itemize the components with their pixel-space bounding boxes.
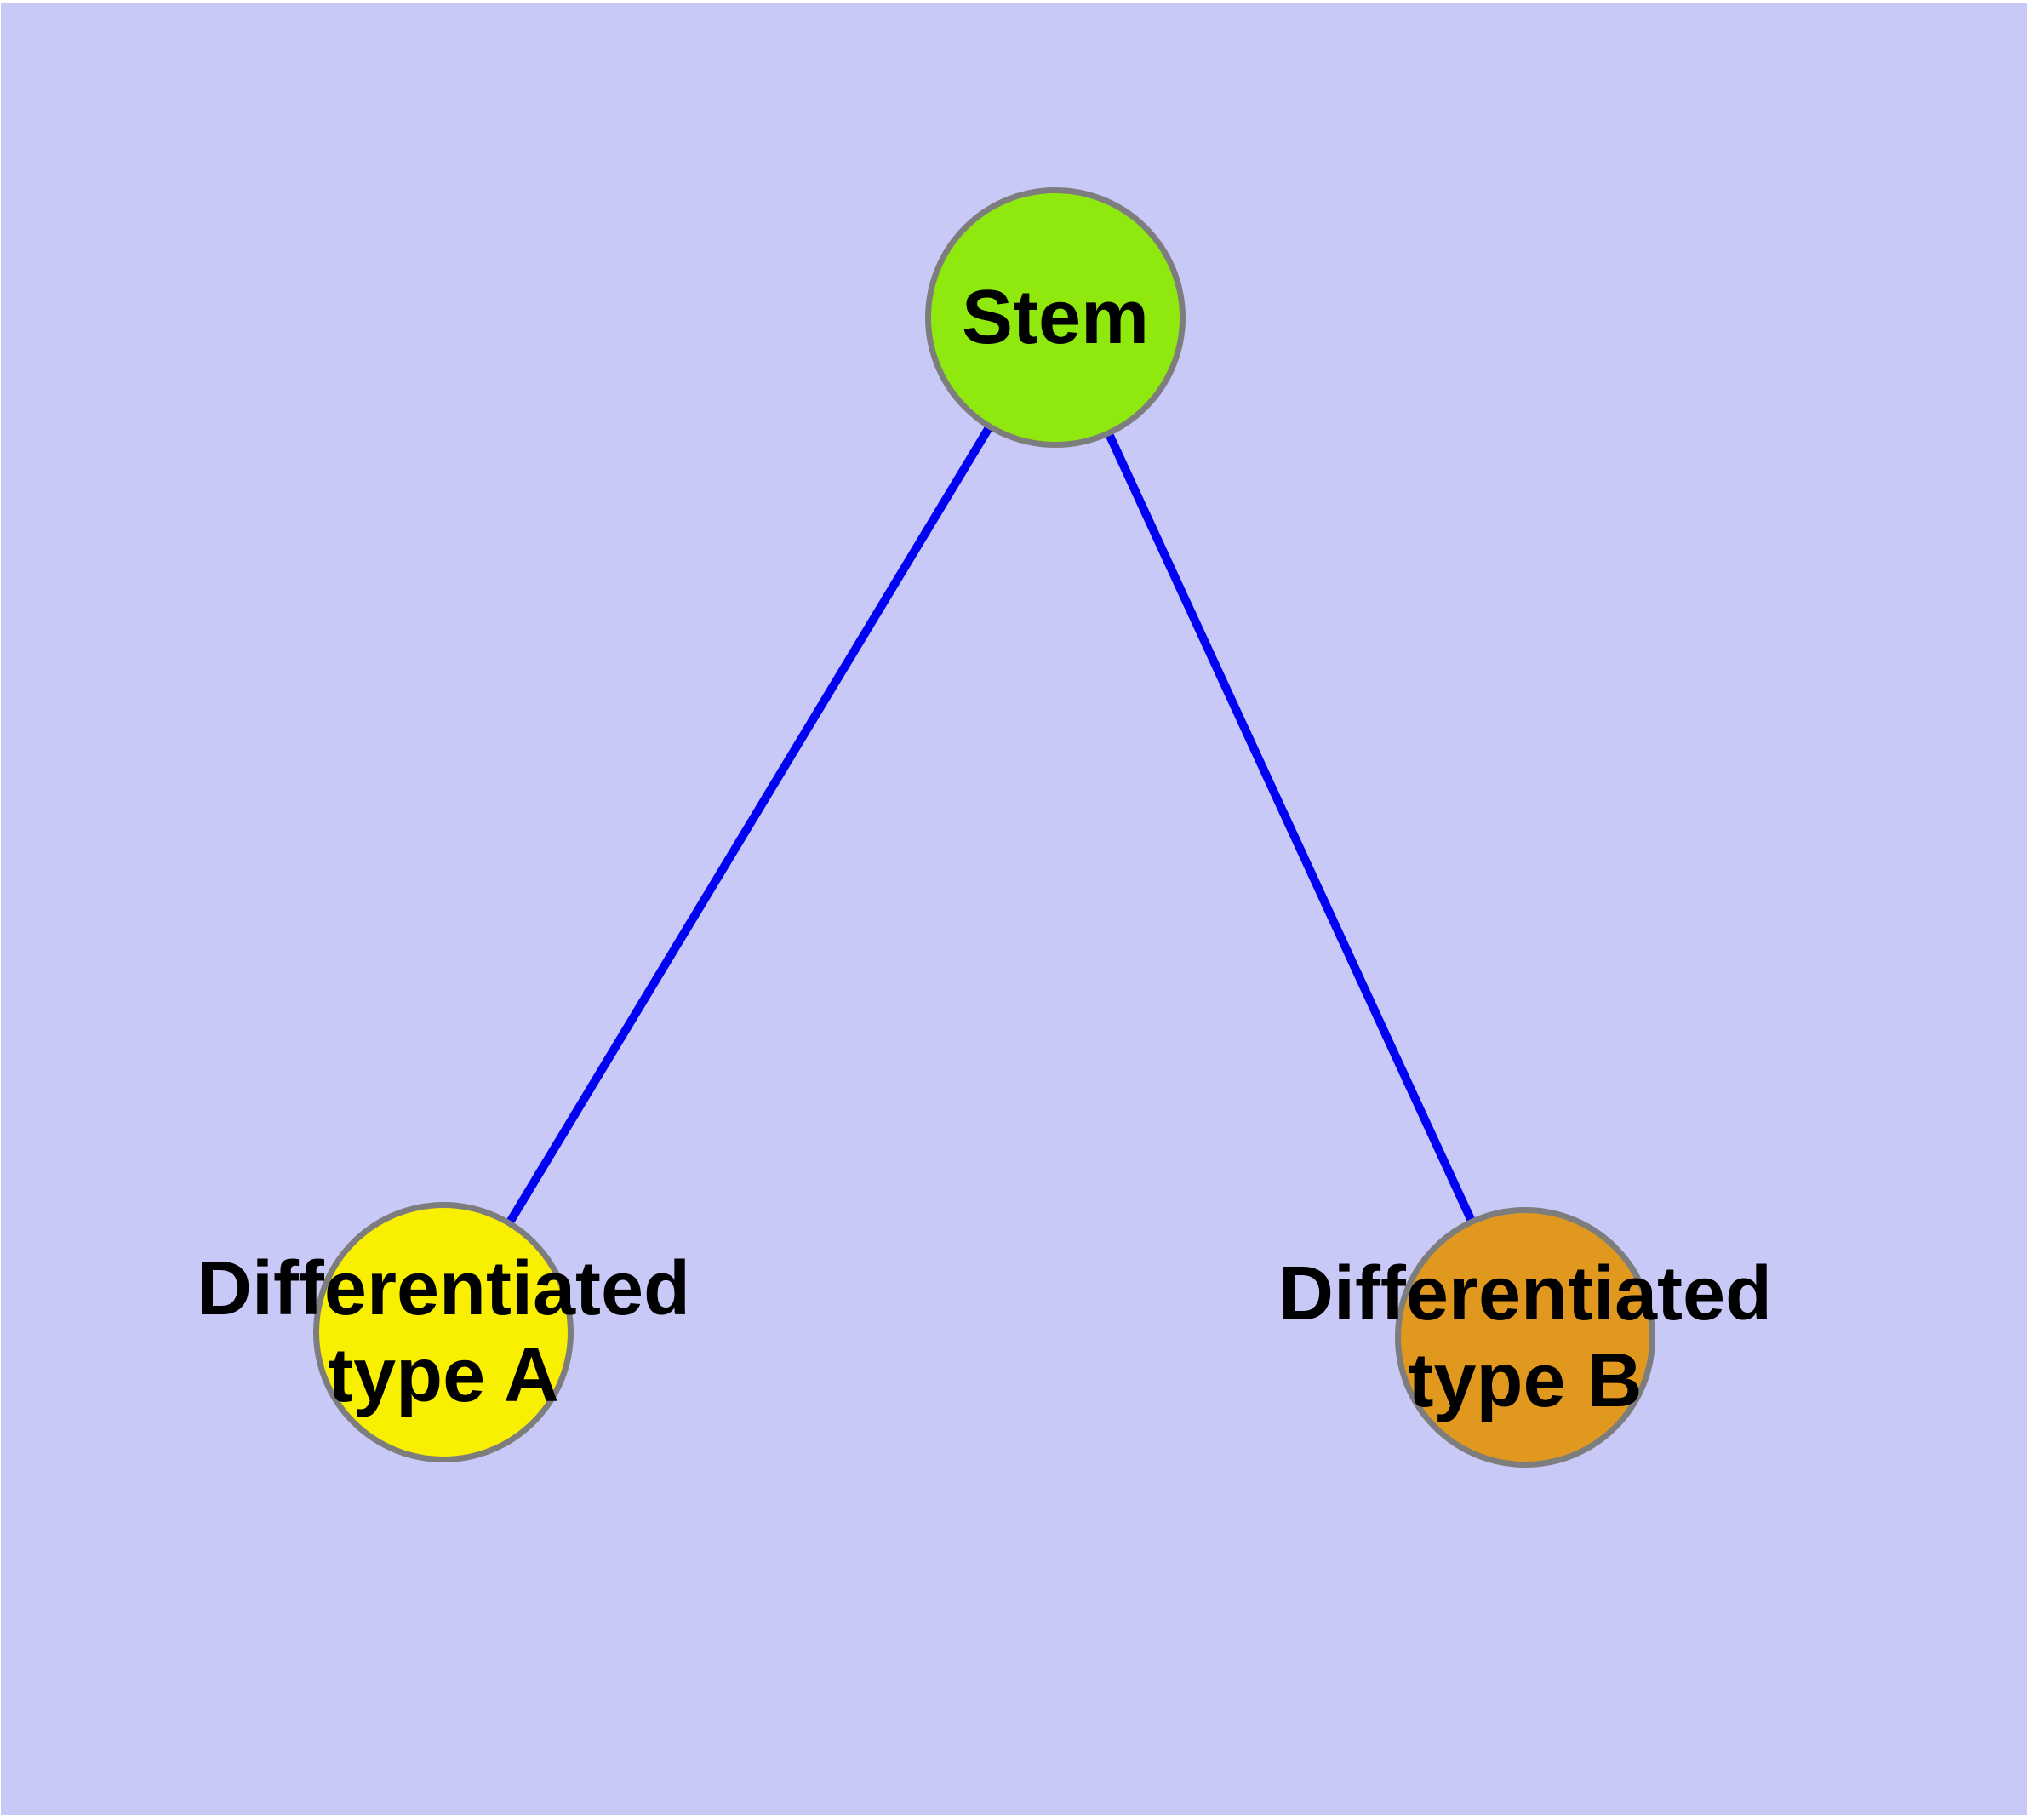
node-differentiated-type-b[interactable] — [1395, 1207, 1655, 1468]
node-differentiated-type-a[interactable] — [313, 1202, 574, 1462]
node-stem[interactable] — [925, 187, 1186, 448]
diagram-canvas: Stem Differentiated type A Differentiate… — [1, 3, 2027, 1815]
edges-layer — [439, 315, 1529, 1340]
edge-stem-to-type-b[interactable] — [1051, 315, 1529, 1340]
edge-stem-to-type-a[interactable] — [439, 315, 1060, 1335]
